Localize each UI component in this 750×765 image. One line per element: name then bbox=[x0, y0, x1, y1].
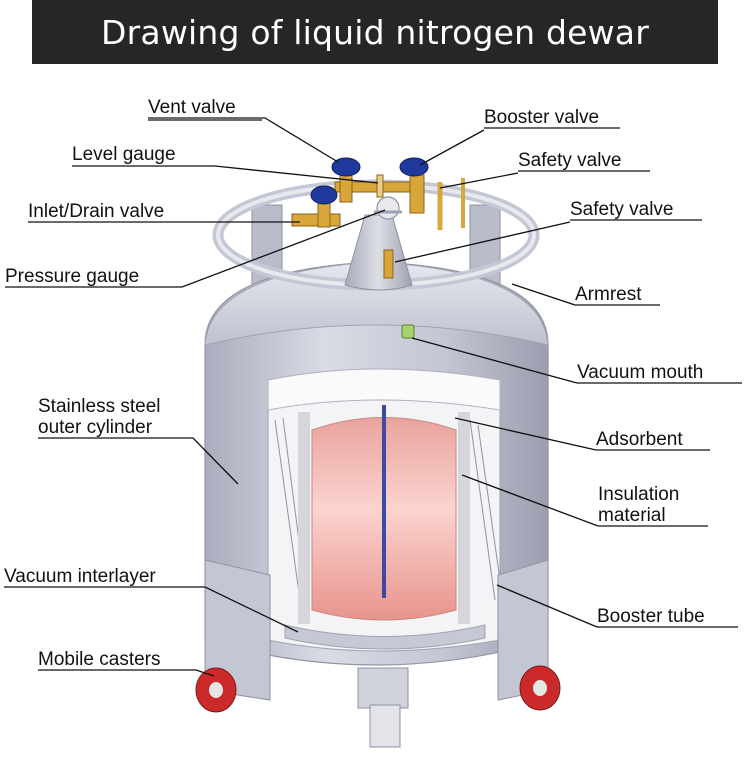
label-vent-valve: Vent valve bbox=[148, 97, 236, 118]
label-booster-tube: Booster tube bbox=[597, 606, 705, 627]
valve-handles bbox=[310, 157, 429, 205]
label-booster-valve: Booster valve bbox=[484, 107, 599, 128]
label-outer-cylinder-line2: outer cylinder bbox=[38, 417, 153, 438]
label-insulation-line2: material bbox=[598, 505, 666, 526]
label-mobile-casters: Mobile casters bbox=[38, 649, 161, 670]
label-safety-valve-top: Safety valve bbox=[518, 150, 622, 171]
diagram-title: Drawing of liquid nitrogen dewar bbox=[101, 12, 649, 52]
label-inlet-drain-valve: Inlet/Drain valve bbox=[28, 201, 164, 222]
title-banner: Drawing of liquid nitrogen dewar bbox=[32, 0, 718, 64]
label-safety-valve-lower: Safety valve bbox=[570, 199, 674, 220]
valve-assembly bbox=[291, 169, 465, 230]
label-outer-cylinder-line1: Stainless steel bbox=[38, 396, 161, 417]
label-pressure-gauge: Pressure gauge bbox=[5, 266, 139, 287]
vent-valve-handle bbox=[331, 157, 361, 177]
label-vacuum-interlayer: Vacuum interlayer bbox=[4, 566, 156, 587]
label-vacuum-mouth: Vacuum mouth bbox=[577, 362, 703, 383]
booster-valve-handle bbox=[399, 157, 429, 177]
cutaway-section bbox=[267, 368, 501, 652]
leader-lines bbox=[4, 117, 742, 677]
caster-wheels bbox=[195, 665, 561, 713]
neck-cone bbox=[344, 214, 413, 291]
label-insulation-line1: Insulation bbox=[598, 484, 679, 505]
drain-valve-handle bbox=[310, 185, 338, 205]
label-armrest: Armrest bbox=[575, 284, 642, 305]
part-labels: Vent valve Booster valve Level gauge Saf… bbox=[4, 97, 705, 670]
label-adsorbent: Adsorbent bbox=[596, 429, 683, 450]
vacuum-mouth-port bbox=[401, 324, 415, 339]
label-level-gauge: Level gauge bbox=[72, 144, 176, 165]
